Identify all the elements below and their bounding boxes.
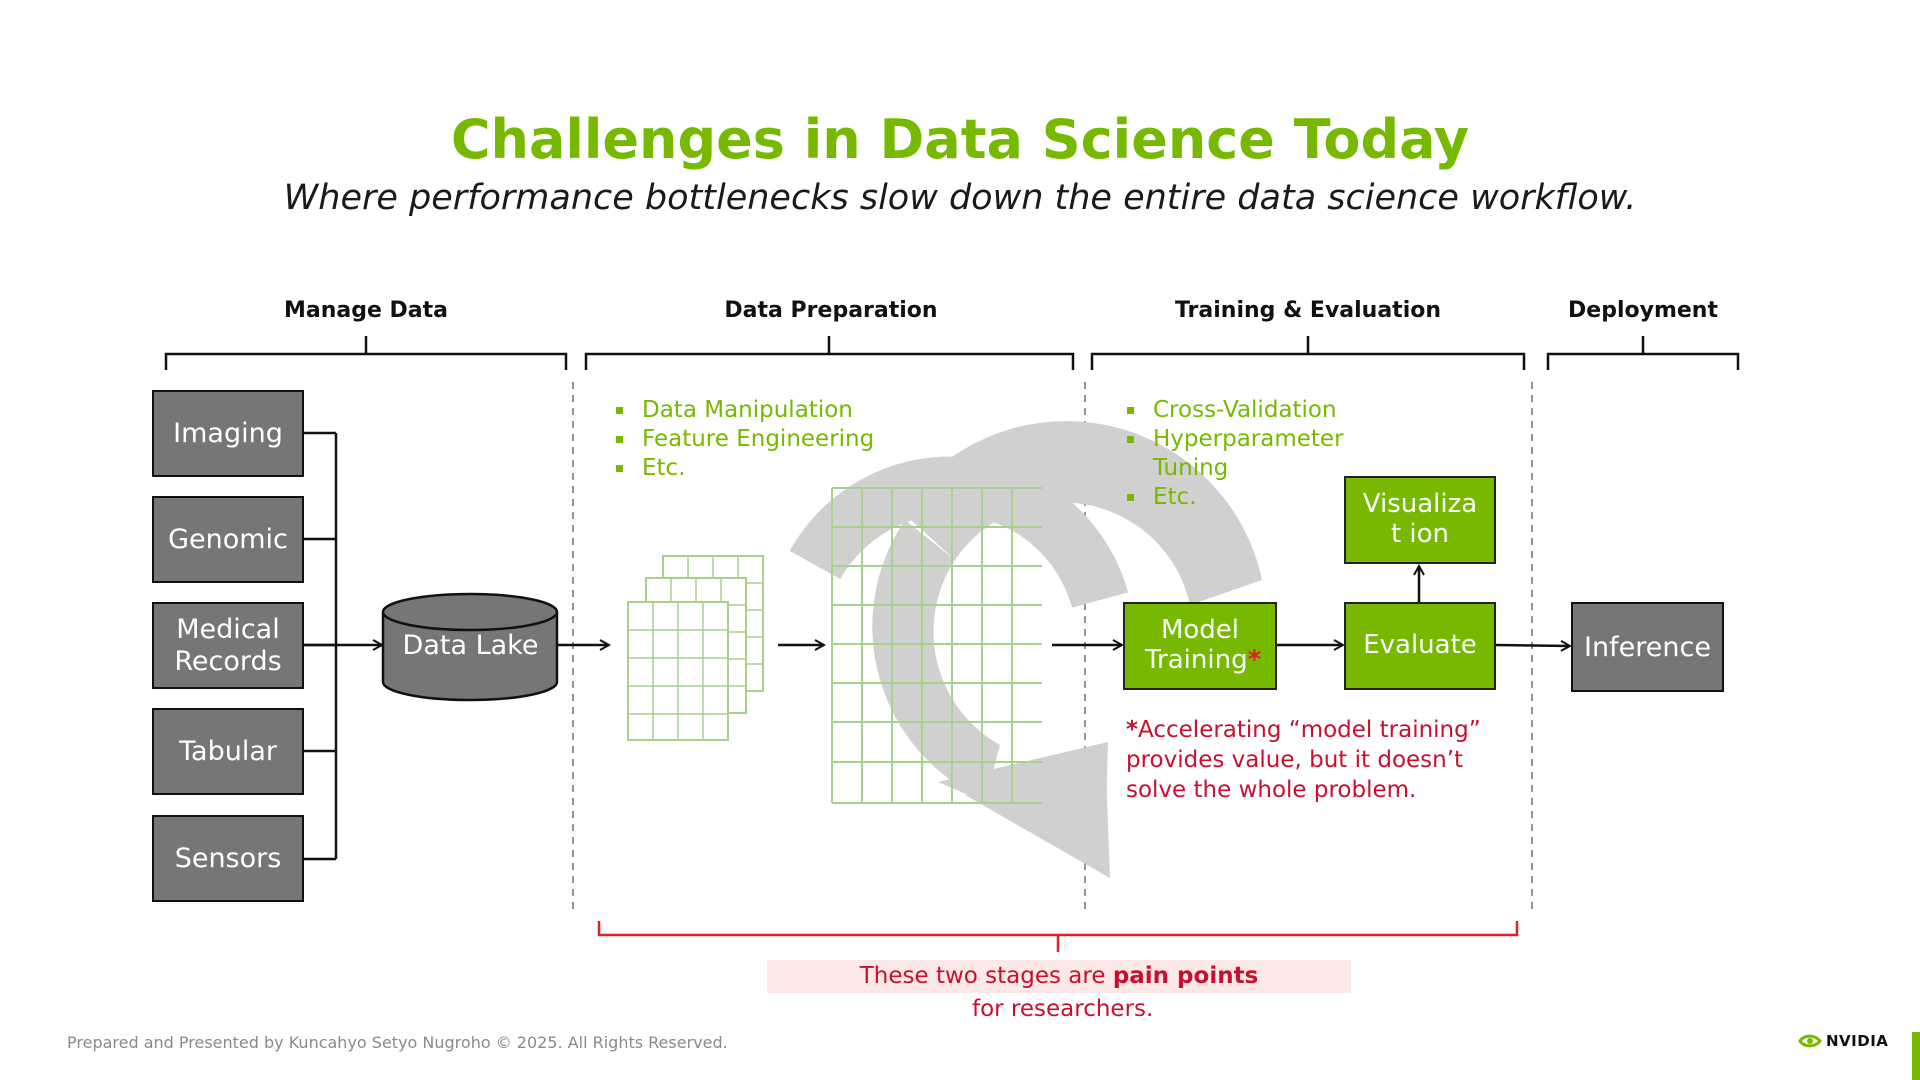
note-star: * [1126,717,1139,743]
stage-label-training-evaluation: Training & Evaluation [1174,298,1442,323]
stage-label-deployment: Deployment [1568,298,1718,323]
stage-label-manage-data: Manage Data [283,298,449,323]
pain-text-before: These two stages are [859,963,1113,989]
arrow-evaluate-to-inference [1494,645,1570,646]
model-training-text: Model Training* [1145,615,1261,676]
note-text: Accelerating “model training” provides v… [1126,717,1481,803]
list-item: Hyperparameter Tuning [1125,425,1355,483]
model-training-label: Model Training [1145,615,1248,675]
stage-brackets [164,336,1740,370]
source-imaging: Imaging [152,390,304,477]
source-sensors: Sensors [152,815,304,902]
model-training-note: *Accelerating “model training” provides … [1126,715,1516,805]
training-bullets: Cross-Validation Hyperparameter Tuning E… [1125,396,1355,512]
data-prep-bullets: Data Manipulation Feature Engineering Et… [614,396,914,483]
visualization-box: Visualizat ion [1344,476,1496,564]
nvidia-logo: NVIDIA [1798,1032,1888,1050]
cycle-arrow-head [965,745,1110,878]
nvidia-logo-text: NVIDIA [1826,1032,1889,1050]
list-item: Cross-Validation [1125,396,1355,425]
inference-box: Inference [1571,602,1724,692]
cycle-arrow-left [872,520,1000,800]
source-genomic: Genomic [152,496,304,583]
large-table-grid [831,487,1042,804]
list-item: Etc. [614,454,914,483]
pain-points-banner: These two stages are pain points for res… [767,960,1351,1022]
pain-text-after: for researchers. [964,996,1154,1022]
data-lake-label: Data Lake [402,630,539,661]
visualization-label: Visualizat ion [1362,489,1478,549]
model-training-star: * [1247,645,1262,675]
pain-points-bracket [597,921,1519,952]
data-lake-cylinder [381,592,559,702]
list-item: Feature Engineering [614,425,914,454]
list-item: Etc. [1125,483,1355,512]
list-item: Data Manipulation [614,396,914,425]
model-training-box: Model Training* [1123,602,1277,690]
cycle-arrow-upper [900,421,1262,605]
slide-subtitle: Where performance bottlenecks slow down … [283,178,1637,218]
stacked-tables-graphic [627,555,764,741]
evaluate-box: Evaluate [1344,602,1496,690]
source-medical-records: Medical Records [152,602,304,689]
nvidia-eye-icon [1798,1034,1822,1048]
footer-copyright: Prepared and Presented by Kuncahyo Setyo… [67,1033,728,1052]
source-tabular: Tabular [152,708,304,795]
stage-label-data-preparation: Data Preparation [724,298,938,323]
accent-edge-bar [1912,1032,1920,1080]
slide-title: Challenges in Data Science Today [450,108,1470,171]
pain-text-bold: pain points [1112,963,1259,989]
